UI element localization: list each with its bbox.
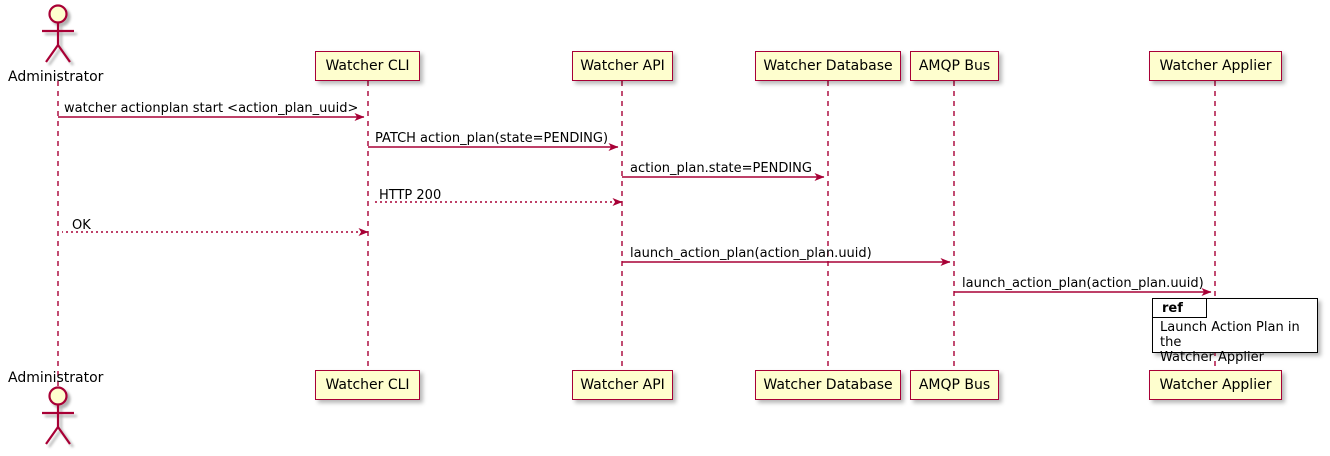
participant-watcher-cli-bottom[interactable]: Watcher CLI (315, 370, 420, 400)
participant-watcher-applier-bottom[interactable]: Watcher Applier (1149, 370, 1282, 400)
participant-label: Watcher CLI (325, 58, 410, 74)
participant-watcher-cli-top[interactable]: Watcher CLI (315, 51, 420, 81)
participant-label: Watcher API (580, 377, 665, 393)
participant-amqp-bus-bottom[interactable]: AMQP Bus (910, 370, 999, 400)
participant-watcher-applier-top[interactable]: Watcher Applier (1149, 51, 1282, 81)
message-label-http-200: HTTP 200 (379, 188, 442, 203)
message-label-ok: OK (72, 218, 91, 233)
participant-label: AMQP Bus (918, 377, 991, 393)
actor-label-administrator-bottom: Administrator (8, 370, 104, 386)
participant-watcher-api-bottom[interactable]: Watcher API (572, 370, 673, 400)
participant-label: Watcher Database (763, 377, 893, 393)
participant-amqp-bus-top[interactable]: AMQP Bus (910, 51, 999, 81)
participant-watcher-api-top[interactable]: Watcher API (572, 51, 673, 81)
actor-label-administrator-top: Administrator (8, 69, 104, 85)
participant-watcher-database-top[interactable]: Watcher Database (755, 51, 901, 81)
ref-fragment: ref Launch Action Plan in the Watcher Ap… (1152, 298, 1318, 365)
ref-fragment-tab (1153, 299, 1207, 318)
actor-administrator-top-icon (42, 4, 74, 63)
message-label-patch-action-plan: PATCH action_plan(state=PENDING) (375, 131, 609, 146)
message-arrows (58, 113, 1212, 296)
participant-label: Watcher Applier (1159, 58, 1272, 74)
participant-label: Watcher Database (763, 58, 893, 74)
lifelines (57, 81, 1216, 396)
participant-label: Watcher API (580, 58, 665, 74)
ref-fragment-text: Launch Action Plan in the Watcher Applie… (1160, 320, 1300, 365)
participant-label: Watcher CLI (325, 377, 410, 393)
message-label-launch-action-plan-amqp: launch_action_plan(action_plan.uuid) (630, 246, 872, 261)
participant-label: Watcher Applier (1159, 377, 1272, 393)
participant-label: AMQP Bus (918, 58, 991, 74)
actor-administrator-bottom-icon (42, 386, 74, 445)
message-label-watcher-actionplan-start: watcher actionplan start <action_plan_uu… (64, 101, 359, 116)
message-label-action-plan-state-pending: action_plan.state=PENDING (630, 161, 812, 176)
message-label-launch-action-plan-applier: launch_action_plan(action_plan.uuid) (962, 276, 1204, 291)
ref-fragment-tag: ref (1162, 301, 1183, 316)
participant-watcher-database-bottom[interactable]: Watcher Database (755, 370, 901, 400)
